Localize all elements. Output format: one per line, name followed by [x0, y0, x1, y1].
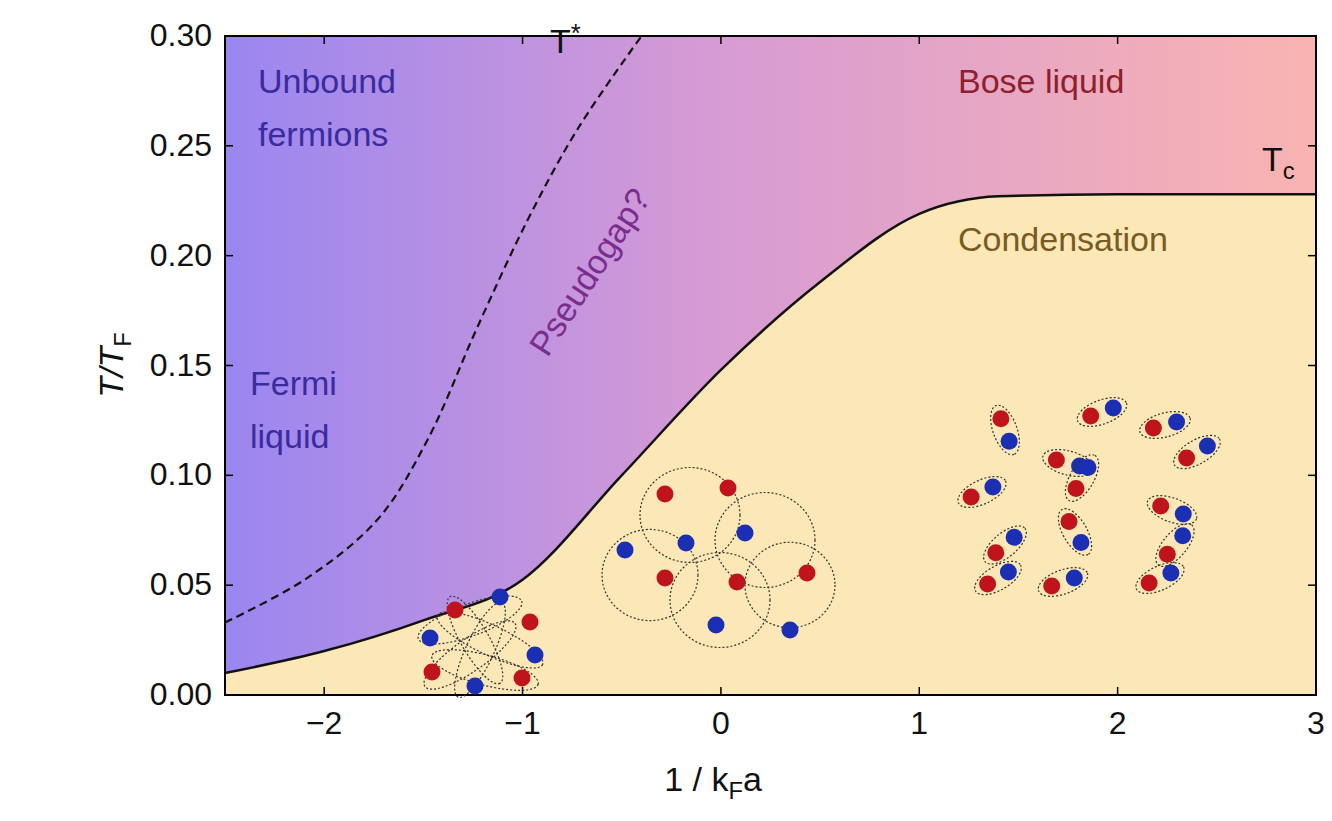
tick-label: 0.20 [150, 237, 212, 273]
tick-label: 2 [1109, 705, 1127, 741]
label-group: −2 [306, 706, 342, 741]
curve-label: * [571, 19, 581, 47]
axis-title: T/T [92, 347, 130, 398]
label-group: 0 [712, 706, 730, 741]
curve-label: T [550, 22, 571, 60]
label-group: Unbound fermions [258, 55, 458, 160]
tick-label: −2 [306, 705, 342, 741]
tick-label: 0.15 [150, 347, 212, 383]
region-label: Unbound fermions [258, 62, 396, 153]
tick-marks [225, 36, 1316, 695]
tick-label: 0.10 [150, 457, 212, 493]
label-group: Bose liquid [958, 63, 1124, 100]
tick-label: 0.00 [150, 676, 212, 712]
label-group: Condensation [958, 221, 1168, 258]
plot-frame [225, 36, 1316, 695]
region-label: Bose liquid [958, 62, 1124, 100]
label-group: Tc [1262, 141, 1295, 178]
tick-label: 3 [1307, 705, 1325, 741]
region-label: Condensation [958, 220, 1168, 258]
tstar-curve [225, 36, 642, 623]
label-group: 0.05 [150, 568, 212, 603]
tick-label: 0.25 [150, 127, 212, 163]
curve-label: c [1283, 158, 1295, 185]
label-group: T/TF [93, 332, 130, 398]
label-group: 0.20 [150, 238, 212, 273]
label-group: 3 [1307, 706, 1325, 741]
region-label: Fermi liquid [250, 364, 337, 455]
tick-label: −1 [504, 705, 540, 741]
tick-label: 0.30 [150, 17, 212, 53]
label-group: 0.30 [150, 18, 212, 53]
tick-label: 0.05 [150, 567, 212, 603]
label-group: −1 [504, 706, 540, 741]
pair-illustration [413, 392, 1226, 703]
tick-label: 0 [712, 705, 730, 741]
axis-title: F [728, 778, 743, 805]
axis-title: a [743, 760, 762, 798]
axis-title: F [110, 332, 137, 347]
label-group: 2 [1109, 706, 1127, 741]
label-group: 0.00 [150, 677, 212, 712]
curve-label: T [1262, 140, 1283, 178]
tc-curve [225, 194, 1316, 673]
axis-title: 1 / k [664, 760, 728, 798]
label-group: T* [550, 23, 581, 60]
label-group: 0.15 [150, 348, 212, 383]
tick-label: 1 [910, 705, 928, 741]
normal-region [225, 36, 1316, 695]
label-group: 0.10 [150, 458, 212, 493]
label-group: 1 [910, 706, 928, 741]
label-group: Fermi liquid [250, 357, 400, 462]
label-group: 0.25 [150, 128, 212, 163]
label-group: 1 / kFa [664, 761, 762, 798]
condensation-region [225, 194, 1316, 695]
